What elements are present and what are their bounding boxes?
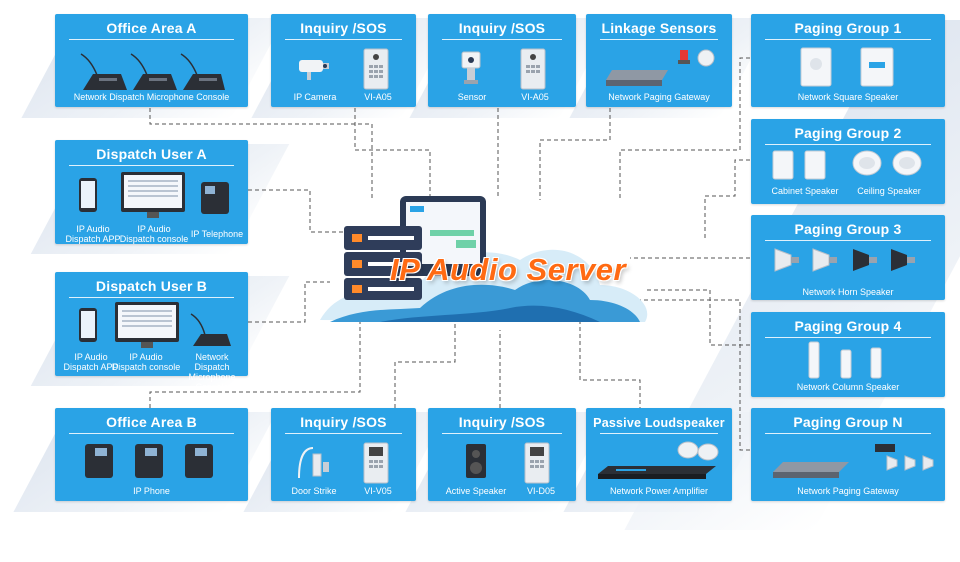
box-title: Dispatch User A — [96, 146, 207, 162]
caption: IP Audio Dispatch console — [111, 352, 181, 372]
caption: Network Dispatch Microphone Console — [188, 352, 236, 392]
box-inquiry-sos-2: Inquiry /SOS Sensor VI-A05 — [428, 14, 576, 107]
box-title: Office Area A — [106, 20, 197, 36]
box-paging-group-2: Paging Group 2 Cabinet Speaker Ceiling S… — [751, 119, 945, 204]
intercom-panel-icon — [363, 442, 389, 484]
caption: Network Dispatch Microphone Console — [73, 92, 230, 102]
caption: Network Power Amplifier — [609, 486, 709, 496]
box-title: Inquiry /SOS — [458, 414, 546, 430]
caption: IP Audio Dispatch APP — [63, 352, 119, 372]
box-inquiry-sos-1: Inquiry /SOS IP Camera VI-A05 — [271, 14, 416, 107]
dispatch-devices-icon — [79, 172, 229, 218]
caption: VI-D05 — [526, 486, 555, 496]
caption: Network Horn Speaker — [802, 287, 894, 297]
box-office-area-b: Office Area B IP Phone — [55, 408, 248, 501]
server-cloud-icon — [320, 196, 648, 322]
caption: IP Audio Dispatch console — [119, 224, 189, 244]
ip-camera-icon — [299, 60, 329, 80]
caption: VI-V05 — [364, 486, 392, 496]
box-title: Paging Group 3 — [794, 221, 902, 237]
box-title: Paging Group 4 — [794, 318, 902, 334]
power-amplifier-icon — [598, 441, 719, 479]
caption: Network Column Speaker — [796, 382, 900, 392]
microphone-console-icon — [80, 53, 225, 90]
box-dispatch-user-a: Dispatch User A IP Audio Dispatch APP IP… — [55, 140, 248, 244]
box-inquiry-sos-3: Inquiry /SOS Door Strike VI-V05 — [271, 408, 416, 501]
cabinet-ceiling-speaker-icon — [772, 150, 922, 180]
box-office-area-a: Office Area A Network Dispatch Microphon… — [55, 14, 248, 107]
caption: IP Telephone — [190, 229, 244, 239]
paging-gateway-icon — [606, 49, 715, 86]
caption: IP Phone — [133, 486, 170, 496]
box-title: Inquiry /SOS — [300, 20, 387, 36]
box-title: Paging Group 1 — [794, 20, 902, 36]
dispatch-devices-icon — [79, 302, 231, 348]
square-speaker-icon — [800, 47, 894, 87]
box-linkage-sensors: Linkage Sensors Network Paging Gateway — [586, 14, 732, 107]
caption: Network Paging Gateway — [797, 486, 899, 496]
intercom-panel-icon — [520, 48, 546, 90]
caption: Sensor — [457, 92, 487, 102]
caption: Network Square Speaker — [797, 92, 899, 102]
column-speaker-icon — [808, 341, 882, 379]
caption: Cabinet Speaker — [771, 186, 839, 196]
box-title: Paging Group N — [793, 414, 903, 430]
box-dispatch-user-b: Dispatch User B IP Audio Dispatch APP IP… — [55, 272, 248, 392]
box-passive-loudspeaker: Passive Loudspeaker Network Power Amplif… — [586, 408, 732, 501]
intercom-panel-icon — [363, 48, 389, 90]
caption: Ceiling Speaker — [857, 186, 921, 196]
box-title: Inquiry /SOS — [300, 414, 387, 430]
caption: Active Speaker — [445, 486, 507, 496]
box-paging-group-4: Paging Group 4 Network Column Speaker — [751, 312, 945, 397]
caption: VI-A05 — [364, 92, 392, 102]
active-speaker-icon — [466, 444, 486, 478]
ip-phone-icon — [85, 444, 213, 478]
horn-speaker-icon — [774, 248, 915, 272]
box-title: Dispatch User B — [95, 278, 208, 294]
sensor-icon — [461, 51, 481, 84]
caption: Network Paging Gateway — [608, 92, 710, 102]
paging-gateway-icon — [773, 444, 934, 478]
server-title: IP Audio Server — [390, 252, 627, 287]
caption: Door Strike — [291, 486, 337, 496]
caption: IP Camera — [293, 92, 337, 102]
box-paging-group-3: Paging Group 3 Network Horn Speaker — [751, 215, 945, 300]
door-strike-icon — [298, 447, 329, 479]
box-title: Paging Group 2 — [794, 125, 902, 141]
caption: IP Audio Dispatch APP — [65, 224, 121, 244]
caption: VI-A05 — [521, 92, 549, 102]
box-title: Passive Loudspeaker — [593, 416, 725, 430]
box-inquiry-sos-4: Inquiry /SOS Active Speaker VI-D05 — [428, 408, 576, 501]
box-title: Inquiry /SOS — [458, 20, 546, 36]
box-paging-group-1: Paging Group 1 Network Square Speaker — [751, 14, 945, 107]
intercom-panel-icon — [524, 442, 550, 484]
box-paging-group-n: Paging Group N Network Paging Gateway — [751, 408, 945, 501]
box-title: Linkage Sensors — [601, 20, 717, 36]
box-title: Office Area B — [106, 414, 197, 430]
